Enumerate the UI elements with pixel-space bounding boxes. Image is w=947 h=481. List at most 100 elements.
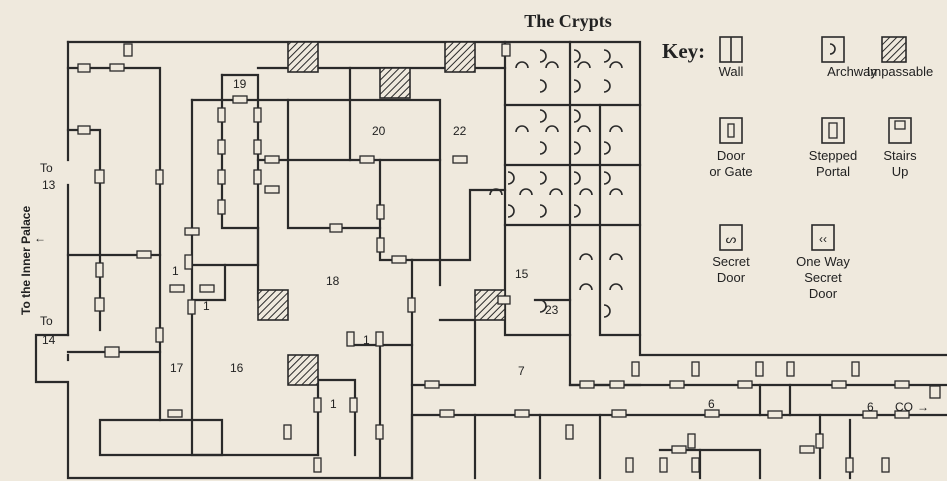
door (313, 457, 322, 473)
impassable-block (379, 67, 411, 99)
door (659, 457, 668, 473)
room-22-label: 22 (453, 124, 467, 138)
impassable-block (257, 289, 289, 321)
door (439, 409, 455, 418)
door (815, 433, 824, 449)
exit-to-13-word: To (40, 161, 53, 175)
door (737, 380, 753, 389)
impassable-block (287, 41, 319, 73)
room-15-label: 15 (515, 267, 529, 281)
impassable-block (444, 41, 476, 73)
door (217, 169, 226, 185)
key-heading: Key: (662, 39, 705, 63)
room-18-label: 18 (326, 274, 340, 288)
door (184, 254, 193, 270)
room-6-label: 6 (708, 397, 715, 411)
key-archway-label: Archway (827, 64, 877, 79)
room-labels: 19 20 22 18 15 23 17 16 7 1 1 1 1 6 6 CO… (170, 77, 929, 414)
door (755, 361, 764, 377)
key-impassable-icon (881, 36, 907, 63)
door (375, 331, 384, 347)
key-door-label-1: Door (717, 148, 746, 163)
door (136, 250, 152, 259)
door (452, 155, 468, 164)
door (687, 433, 696, 449)
door (391, 255, 407, 264)
room-19-label: 19 (233, 77, 247, 91)
key-stepped-label-1: Stepped (809, 148, 857, 163)
door (264, 155, 280, 164)
door (167, 409, 183, 418)
key-door-label-2: or Gate (709, 164, 752, 179)
co-label: CO (895, 400, 913, 414)
door (671, 445, 687, 454)
door (253, 169, 262, 185)
door (862, 410, 878, 419)
stepped-portal (77, 63, 91, 73)
door (514, 409, 530, 418)
stepped-portal (77, 125, 91, 135)
west-arrow-icon: ← (34, 231, 46, 245)
stairs-up (929, 385, 941, 399)
door (232, 95, 248, 104)
stepped-portal (104, 346, 120, 358)
stepped-portal (94, 297, 105, 312)
door (704, 409, 720, 418)
door (631, 361, 640, 377)
stepped-portal (497, 295, 511, 305)
door (424, 380, 440, 389)
exit-to-13-num: 13 (42, 178, 56, 192)
door (109, 63, 125, 72)
exit-to-14-num: 14 (42, 333, 56, 347)
door (407, 297, 416, 313)
key-stepped-label-2: Portal (816, 164, 850, 179)
svg-text:‹‹: ‹‹ (819, 232, 827, 246)
room-16-label: 16 (230, 361, 244, 375)
map-title: The Crypts (524, 11, 612, 31)
key-wall-label: Wall (719, 64, 744, 79)
door (881, 457, 890, 473)
door (264, 185, 280, 194)
door (565, 424, 574, 440)
door (669, 380, 685, 389)
doors (77, 43, 941, 473)
key-impassable-label: Impassable (867, 64, 933, 79)
door (894, 410, 910, 419)
co-arrow-icon: → (917, 400, 929, 414)
key-oneway-label-2: Secret (804, 270, 842, 285)
impassable-blocks (257, 41, 506, 386)
room-6-label: 6 (867, 400, 874, 414)
key-secret-label-2: Door (717, 270, 746, 285)
door (217, 199, 226, 215)
side-label-inner-palace: To the Inner Palace (19, 206, 33, 315)
archways (489, 49, 623, 318)
door (349, 397, 358, 413)
door (845, 457, 854, 473)
door (894, 380, 910, 389)
door (217, 139, 226, 155)
stepped-portal (123, 43, 133, 57)
key-oneway-label-3: Door (809, 286, 838, 301)
door (786, 361, 795, 377)
door (691, 361, 700, 377)
room-7-label: 7 (518, 364, 525, 378)
room-17-label: 17 (170, 361, 184, 375)
impassable-block (287, 354, 319, 386)
key-secret-door-icon (719, 224, 743, 251)
impassable-block (474, 289, 506, 321)
door (187, 299, 196, 315)
door (851, 361, 860, 377)
key-one-way-secret-icon (811, 224, 835, 251)
stepped-portal (501, 43, 511, 57)
door (253, 107, 262, 123)
door (95, 262, 104, 278)
room-20-label: 20 (372, 124, 386, 138)
room-1-label: 1 (363, 333, 370, 347)
door (313, 397, 322, 413)
door (767, 410, 783, 419)
door (253, 139, 262, 155)
door (169, 284, 185, 293)
room-1-label: 1 (203, 299, 210, 313)
room-1-label: 1 (172, 264, 179, 278)
